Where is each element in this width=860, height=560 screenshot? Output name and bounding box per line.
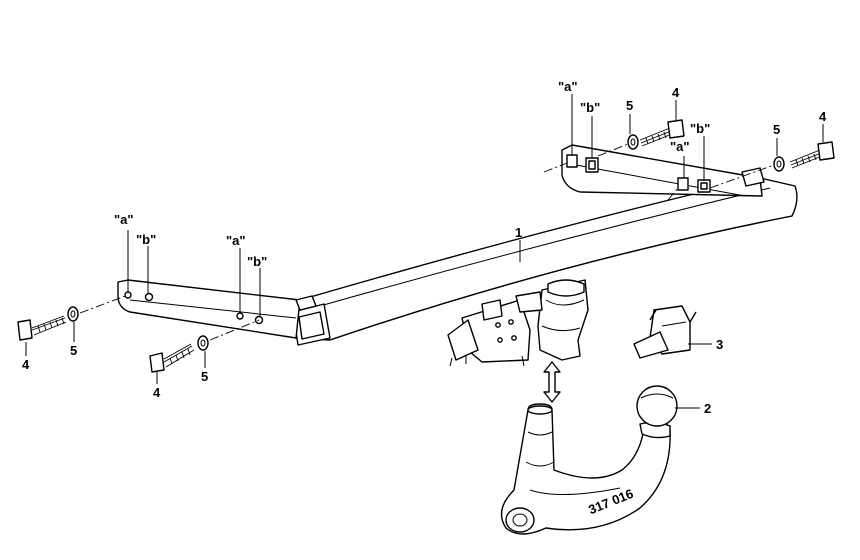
label-washer-upper-right: 5: [773, 122, 780, 137]
left-bracket-holes: [124, 291, 264, 325]
insert-direction-arrow: [543, 361, 561, 403]
socket-mounting-bracket: [447, 291, 543, 367]
receiver-housing: [537, 279, 589, 361]
label-hole-b-mid: "b": [247, 254, 267, 269]
label-nut-a-upper: "a": [558, 79, 578, 94]
label-hole-a-mid: "a": [226, 233, 246, 248]
label-bolt-lower-middle: 4: [153, 385, 161, 400]
label-washer-upper-middle: 5: [626, 98, 633, 113]
label-hole-a-left: "a": [114, 212, 134, 227]
label-bolt-lower-left: 4: [22, 357, 30, 372]
washer-upper-middle: [627, 134, 639, 150]
washer-lower-middle: [197, 335, 209, 351]
alignment-lines: [79, 143, 775, 341]
washer-upper-right: [773, 156, 785, 172]
right-bracket-nuts: [566, 154, 711, 193]
label-nut-b-upper: "b": [580, 100, 600, 115]
label-locking-clip: 3: [716, 337, 723, 352]
crossmember: [117, 144, 798, 346]
leader-lines: [25, 94, 824, 409]
bolt-upper-middle: [639, 119, 685, 147]
label-ball-neck: 2: [704, 401, 711, 416]
label-bolt-upper-middle: 4: [672, 85, 680, 100]
label-hole-b-left: "b": [136, 232, 156, 247]
bolt-upper-right: [789, 141, 835, 169]
bolt-lower-middle: [149, 343, 195, 373]
label-bolt-upper-right: 4: [819, 109, 827, 124]
labels: "a" "b" "a" "b" "a" "b" "a" "b" 1 2 3 5 …: [22, 79, 827, 416]
label-crossmember: 1: [515, 225, 522, 240]
detachable-ball-neck: 317 016: [500, 385, 678, 535]
label-washer-lower-middle: 5: [201, 369, 208, 384]
locking-clip: [633, 305, 697, 359]
label-washer-lower-left: 5: [70, 343, 77, 358]
label-nut-b-right: "b": [690, 121, 710, 136]
label-nut-a-right: "a": [670, 139, 690, 154]
washer-lower-left: [67, 306, 79, 322]
bolt-lower-left: [17, 315, 67, 341]
